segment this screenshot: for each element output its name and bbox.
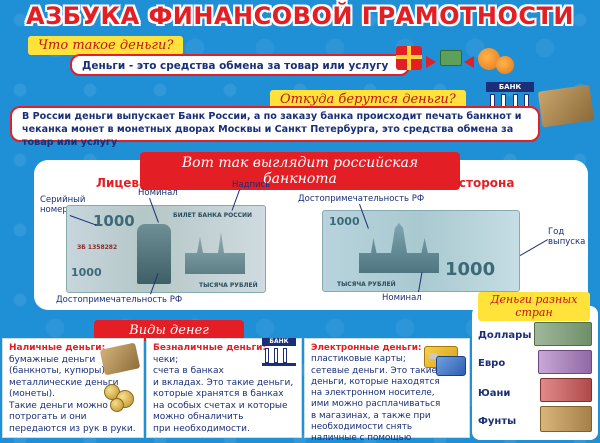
currency-label-dollars: Доллары — [478, 330, 532, 341]
orange-fruit-icon — [478, 48, 500, 70]
cash-line: Такие деньги можно — [9, 400, 108, 411]
electronic-line: необходимости снять — [311, 421, 413, 432]
dollar-bill-image — [534, 322, 592, 346]
church-illustration — [359, 223, 439, 273]
landmark-label-back: Достопримечательность РФ — [298, 194, 425, 204]
arrow-left-icon — [464, 56, 474, 68]
money-bundle-icon — [537, 84, 595, 128]
cash-money-head: Наличные деньги: — [9, 343, 106, 353]
front-side-heading: Лицевая сторона — [96, 176, 215, 190]
answer-what-is-money-text: Деньги - это средства обмена за товар ил… — [82, 60, 389, 72]
electronic-line: деньги, которые находятся — [311, 376, 440, 387]
banknote-front: 1000 БИЛЕТ БАНКА РОССИИ ЗБ 1358282 1000 … — [66, 205, 266, 293]
back-side-heading: Оборотная сторона — [380, 176, 515, 190]
noncash-money-head: Безналичные деньги: — [153, 343, 267, 353]
monument-illustration — [137, 224, 171, 284]
front-note-value-bottom: 1000 — [71, 266, 102, 279]
cash-line: (банкноты, купюры); — [9, 366, 108, 377]
answer-line-2: чеканка монет в монетных дворах Москвы и… — [22, 123, 514, 148]
yuan-bill-image — [540, 378, 592, 402]
noncash-line: и вкладах. Это такие деньги, — [153, 377, 294, 388]
noncash-line: счета в банках — [153, 366, 224, 377]
money-stack-icon — [440, 50, 462, 66]
bank-sign: БАНК — [486, 82, 534, 92]
cash-line: передаются из рук в руки. — [9, 423, 136, 434]
euro-bill-image — [538, 350, 592, 374]
back-note-value-top: 1000 — [329, 215, 360, 228]
back-note-words: ТЫСЯЧА РУБЛЕЙ — [337, 281, 396, 288]
currency-label-yuan: Юани — [478, 388, 511, 399]
inscription-label: Надпись — [232, 180, 271, 190]
nominal-label-front: Номинал — [138, 188, 178, 198]
kremlin-illustration — [185, 232, 245, 274]
electronic-line: пластиковые карты; — [311, 354, 406, 365]
bank-building-icon-small: БАНК — [262, 338, 296, 366]
answer-where-money-comes-from: В России деньги выпускает Банк России, а… — [10, 106, 540, 148]
page-title: АЗБУКА ФИНАНСОВОЙ ГРАМОТНОСТИ — [26, 2, 574, 30]
electronic-line: на электронном носителе, — [311, 388, 435, 398]
question-where-money-comes-from: Откуда берутся деньги? — [270, 90, 466, 109]
nominal-label-back: Номинал — [382, 293, 422, 303]
banknote-back: 1000 1000 ТЫСЯЧА РУБЛЕЙ — [322, 210, 520, 292]
electronic-line: в магазинах, а также при — [311, 410, 431, 421]
electronic-line: ими можно расплачиваться — [311, 399, 441, 410]
noncash-line: можно обналичить — [153, 412, 244, 423]
electronic-line: наличные с помощью банкоматов. — [311, 433, 412, 443]
world-money-tag-line2: стран — [515, 305, 553, 319]
gift-icon — [396, 46, 422, 70]
currency-label-euro: Евро — [478, 358, 506, 369]
noncash-line: на особых счетах и которые — [153, 400, 288, 411]
answer-line-1: В России деньги выпускает Банк России, а… — [22, 111, 522, 122]
coin-icon — [110, 398, 124, 412]
orange-fruit-icon — [496, 56, 514, 74]
answer-what-is-money: Деньги - это средства обмена за товар ил… — [70, 54, 410, 76]
bank-sign-small: БАНК — [262, 338, 296, 346]
noncash-line: чеки; — [153, 354, 179, 365]
cash-line: (монеты). — [9, 389, 55, 400]
types-section-ribbon: Виды денег — [94, 320, 244, 341]
electronic-line: сетевые деньги. Это такие — [311, 365, 437, 376]
currency-label-pounds: Фунты — [478, 416, 517, 427]
front-note-value-top: 1000 — [93, 212, 135, 230]
pound-bill-image — [540, 406, 592, 432]
front-note-bank: БИЛЕТ БАНКА РОССИИ — [173, 212, 253, 219]
banknote-section-ribbon: Вот так выглядит российская банкнота — [140, 152, 460, 190]
world-money-tag: Деньги разных стран — [478, 292, 590, 322]
noncash-line: которые хранятся в банках — [153, 389, 284, 400]
question-what-is-money: Что такое деньги? — [28, 36, 184, 55]
landmark-label-front: Достопримечательность РФ — [56, 295, 183, 305]
electronic-money-head: Электронные деньги: — [311, 343, 422, 353]
credit-card-icon — [436, 356, 466, 376]
back-note-value-bottom: 1000 — [445, 259, 496, 280]
front-note-words: ТЫСЯЧА РУБЛЕЙ — [199, 282, 258, 289]
noncash-line: при необходимости. — [153, 423, 250, 434]
year-label: Год выпуска — [548, 227, 586, 247]
cash-line: потрогать и они — [9, 412, 87, 423]
front-note-serial: ЗБ 1358282 — [77, 244, 118, 251]
arrow-right-icon — [426, 56, 436, 68]
cash-line: бумажные деньги — [9, 354, 96, 365]
cash-line: металлические деньги — [9, 377, 119, 388]
world-money-tag-line1: Деньги разных — [490, 293, 578, 306]
serial-number-label: Серийный номер — [40, 195, 86, 215]
